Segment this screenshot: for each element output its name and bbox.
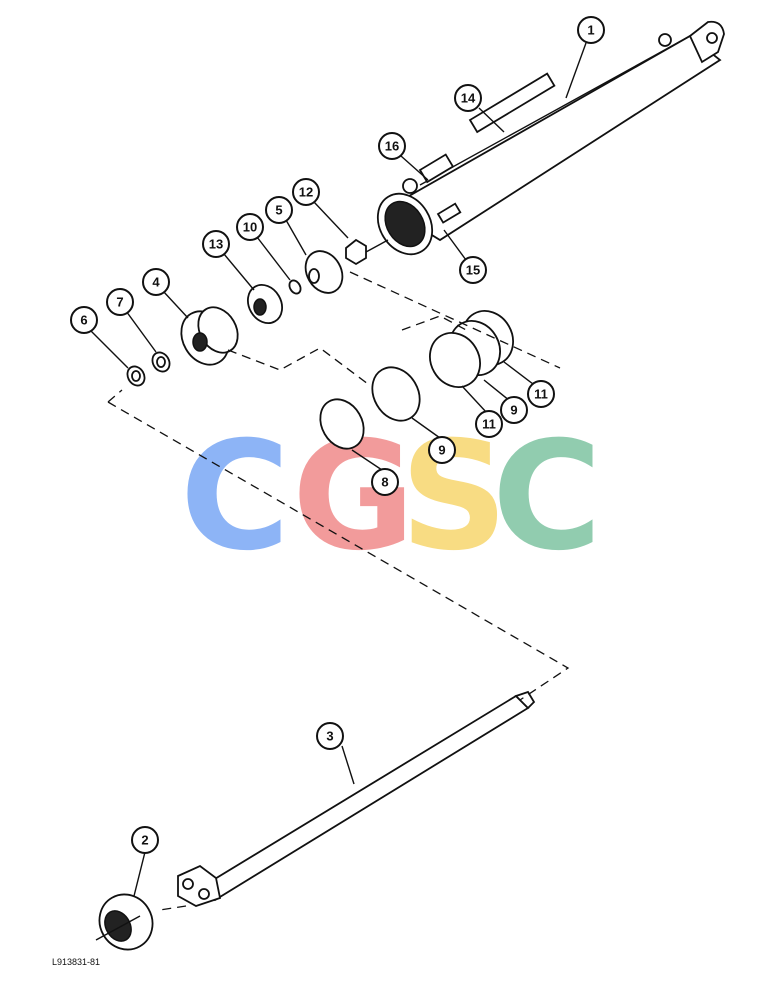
gland xyxy=(180,306,239,366)
document-code: L913831-81 xyxy=(52,957,101,967)
cylinder-barrel xyxy=(376,20,725,256)
callout-3: 3 xyxy=(316,722,344,750)
gland-nut xyxy=(95,893,154,951)
callout-label: 12 xyxy=(299,185,313,200)
callout-4: 4 xyxy=(142,268,170,296)
callout-1: 1 xyxy=(577,16,605,44)
assembly-lines xyxy=(107,271,570,911)
piston-rings xyxy=(429,310,514,388)
callout-label: 4 xyxy=(152,275,160,290)
callout-9-center: 9 xyxy=(428,436,456,464)
wiper-seal xyxy=(126,365,146,387)
piston-nut xyxy=(345,238,389,266)
watermark: C G S C xyxy=(180,410,602,584)
callout-15: 15 xyxy=(459,256,487,284)
o-ring xyxy=(319,398,365,450)
watermark-letter-c1: C xyxy=(180,410,290,584)
piston-rod xyxy=(177,690,536,907)
callout-label: 13 xyxy=(209,237,223,252)
callout-13: 13 xyxy=(202,230,230,258)
callout-label: 16 xyxy=(385,139,399,154)
callout-label: 14 xyxy=(461,91,476,106)
callout-label: 11 xyxy=(482,417,496,432)
callout-label: 2 xyxy=(141,833,148,848)
callout-9-right: 9 xyxy=(500,396,528,424)
callout-11-right: 11 xyxy=(527,380,555,408)
callout-14: 14 xyxy=(454,84,482,112)
piston xyxy=(304,250,344,294)
callout-11-lower: 11 xyxy=(475,410,503,438)
callout-2: 2 xyxy=(131,826,159,854)
callout-label: 11 xyxy=(534,387,548,402)
callout-label: 3 xyxy=(326,729,333,744)
callout-label: 6 xyxy=(80,313,87,328)
callout-label: 1 xyxy=(587,23,594,38)
callout-label: 5 xyxy=(275,203,282,218)
callout-label: 15 xyxy=(466,263,480,278)
callout-8: 8 xyxy=(371,468,399,496)
callout-label: 10 xyxy=(243,220,257,235)
rod-seal xyxy=(151,351,171,373)
callout-6: 6 xyxy=(70,306,98,334)
callout-label: 9 xyxy=(438,443,445,458)
callout-label: 8 xyxy=(381,475,388,490)
callout-10: 10 xyxy=(236,213,264,241)
callout-leaders xyxy=(88,42,587,897)
callout-balloons: 1 14 16 15 12 5 10 13 4 7 6 11 11 9 9 8 … xyxy=(70,16,605,854)
callout-16: 16 xyxy=(378,132,406,160)
backup-ring xyxy=(371,366,421,422)
spacer xyxy=(247,284,283,324)
callout-5: 5 xyxy=(265,196,293,224)
small-o-ring xyxy=(288,279,302,295)
callout-label: 7 xyxy=(116,295,123,310)
watermark-letter-c2: C xyxy=(492,410,602,584)
callout-12: 12 xyxy=(292,178,320,206)
callout-label: 9 xyxy=(510,403,517,418)
callout-7: 7 xyxy=(106,288,134,316)
watermark-letter-s: S xyxy=(400,410,508,584)
